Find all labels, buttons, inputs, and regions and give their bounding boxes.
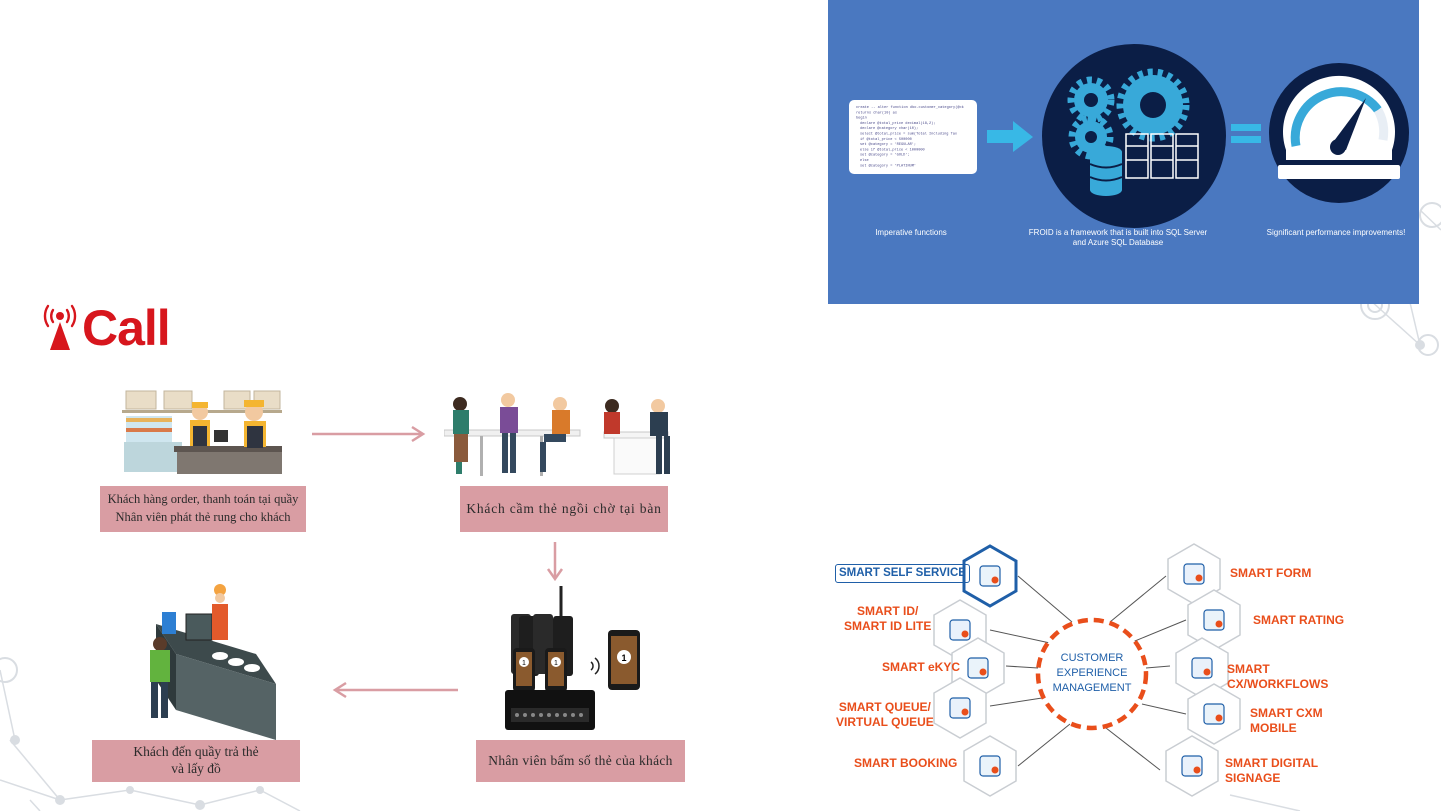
cxm-service-icon <box>949 619 971 641</box>
cxm-center-line2: EXPERIENCE <box>1056 667 1128 679</box>
cxm-service-icon <box>1183 563 1205 585</box>
cxm-smart-cx-workflows: SMART CX/WORKFLOWS <box>1227 662 1329 691</box>
caption-staff-press-number: Nhân viên bấm số thẻ của khách <box>476 740 685 782</box>
cxm-center-label: CUSTOMER EXPERIENCE MANAGEMENT <box>1042 651 1142 696</box>
cxm-service-icon-accent <box>1215 620 1223 628</box>
flow-arrow-left <box>332 681 458 699</box>
froid-code-line: else <box>860 158 869 163</box>
cxm-service-icon-accent <box>1195 574 1203 582</box>
froid-code-line: declare @category char(10); <box>860 126 918 131</box>
caption-return-line2: và lấy đồ <box>171 761 221 776</box>
froid-code-line: set @category = 'GOLD'; <box>860 153 910 158</box>
cxm-smart-queue-line2: VIRTUAL QUEUE <box>836 715 934 729</box>
cxm-service-icon-accent <box>1203 668 1211 676</box>
cxm-smart-queue: SMART QUEUE/ VIRTUAL QUEUE <box>836 700 934 730</box>
froid-code-line: if @total_price < 500000 <box>860 137 912 142</box>
cxm-service-icon-accent <box>961 630 969 638</box>
froid-code-line: set @category = 'REGULAR'; <box>860 142 916 147</box>
cxm-connectors <box>933 543 1241 797</box>
cxm-smart-id: SMART ID/ SMART ID LITE <box>844 604 931 634</box>
cxm-smart-cxm-mobile: SMART CXM MOBILE <box>1250 706 1323 735</box>
pager-number-middle: 1 <box>554 660 558 667</box>
caption-return-line1: Khách đến quầy trả thẻ <box>133 744 259 759</box>
caption-return-and-pickup: Khách đến quầy trả thẻ và lấy đồ <box>92 740 300 782</box>
cxm-smart-self-service-text: SMART SELF SERVICE <box>839 567 966 579</box>
pager-number-left: 1 <box>522 660 526 667</box>
cxm-service-icon-accent <box>991 576 999 584</box>
cxm-smart-id-line2: SMART ID LITE <box>844 619 932 633</box>
cxm-service-icon <box>949 697 971 719</box>
cxm-diagram: CUSTOMER EXPERIENCE MANAGEMENT SMART SEL… <box>830 538 1370 800</box>
cxm-center-line3: MANAGEMENT <box>1052 682 1132 694</box>
froid-code-line: create -- alter function dbo.customer_ca… <box>856 105 964 110</box>
cxm-smart-queue-line1: SMART QUEUE/ <box>838 700 931 714</box>
cxm-service-icon <box>967 657 989 679</box>
cxm-service-icon-accent <box>961 708 969 716</box>
cxm-service-icon <box>1203 609 1225 631</box>
froid-code-line: begin <box>856 116 867 121</box>
cxm-smart-booking: SMART BOOKING <box>854 756 958 770</box>
caption-order-line1: Khách hàng order, thanh toán tại quầy <box>107 492 299 506</box>
froid-code-line: returns char(10) as <box>856 110 897 115</box>
pickup-counter-illustration <box>150 584 276 740</box>
cxm-service-icon <box>1203 703 1225 725</box>
cxm-service-icon <box>979 755 1001 777</box>
cxm-smart-digital-signage: SMART DIGITAL SIGNAGE <box>1225 756 1318 785</box>
cxm-service-icon-accent <box>991 766 999 774</box>
icall-logo: Call <box>38 298 198 356</box>
froid-code-line: select @total_price = sum(Total Includin… <box>860 132 957 137</box>
cxm-smart-self-service: SMART SELF SERVICE <box>835 564 970 583</box>
pager-number-device: 1 <box>621 653 626 663</box>
froid-illustration: create -- alter function dbo.customer_ca… <box>849 44 1409 228</box>
cxm-smart-ekyc: SMART eKYC <box>882 660 961 674</box>
cxm-service-icon <box>979 565 1001 587</box>
flow-arrow-right <box>312 425 426 443</box>
customers-waiting-illustration <box>444 393 670 476</box>
icall-signal-icon <box>43 304 77 350</box>
froid-caption-framework: FROID is a framework that is built into … <box>1028 228 1208 247</box>
pager-system-illustration: 1 1 1 <box>505 586 640 730</box>
order-counter-illustration <box>122 388 282 476</box>
cxm-smart-id-line1: SMART ID/ <box>856 604 919 618</box>
cxm-center-line1: CUSTOMER <box>1060 652 1124 664</box>
froid-diagram-panel: create -- alter function dbo.customer_ca… <box>828 0 1419 304</box>
cxm-service-icon-accent <box>1193 766 1201 774</box>
caption-order-at-counter: Khách hàng order, thanh toán tại quầy Nh… <box>100 486 306 532</box>
cxm-smart-form: SMART FORM <box>1230 566 1312 580</box>
froid-caption-performance: Significant performance improvements! <box>1266 228 1406 237</box>
caption-wait-at-table: Khách cầm thẻ ngồi chờ tại bàn <box>460 486 668 532</box>
flow-arrow-down <box>546 542 564 582</box>
cxm-service-icon-accent <box>979 668 987 676</box>
cxm-service-icon <box>1181 755 1203 777</box>
cxm-service-icon-accent <box>1215 714 1223 722</box>
froid-code-line: declare @total_price decimal(18,2); <box>860 121 935 126</box>
froid-caption-imperative: Imperative functions <box>875 228 947 237</box>
cxm-service-icon <box>1191 657 1213 679</box>
caption-order-line2: Nhân viên phát thẻ rung cho khách <box>115 510 291 524</box>
froid-code-line: else if @total_price < 1000000 <box>860 147 925 152</box>
froid-code-line: set @category = 'PLATINUM' <box>860 163 916 168</box>
cxm-smart-rating: SMART RATING <box>1253 613 1345 627</box>
icall-brand-text: Call <box>82 300 171 356</box>
